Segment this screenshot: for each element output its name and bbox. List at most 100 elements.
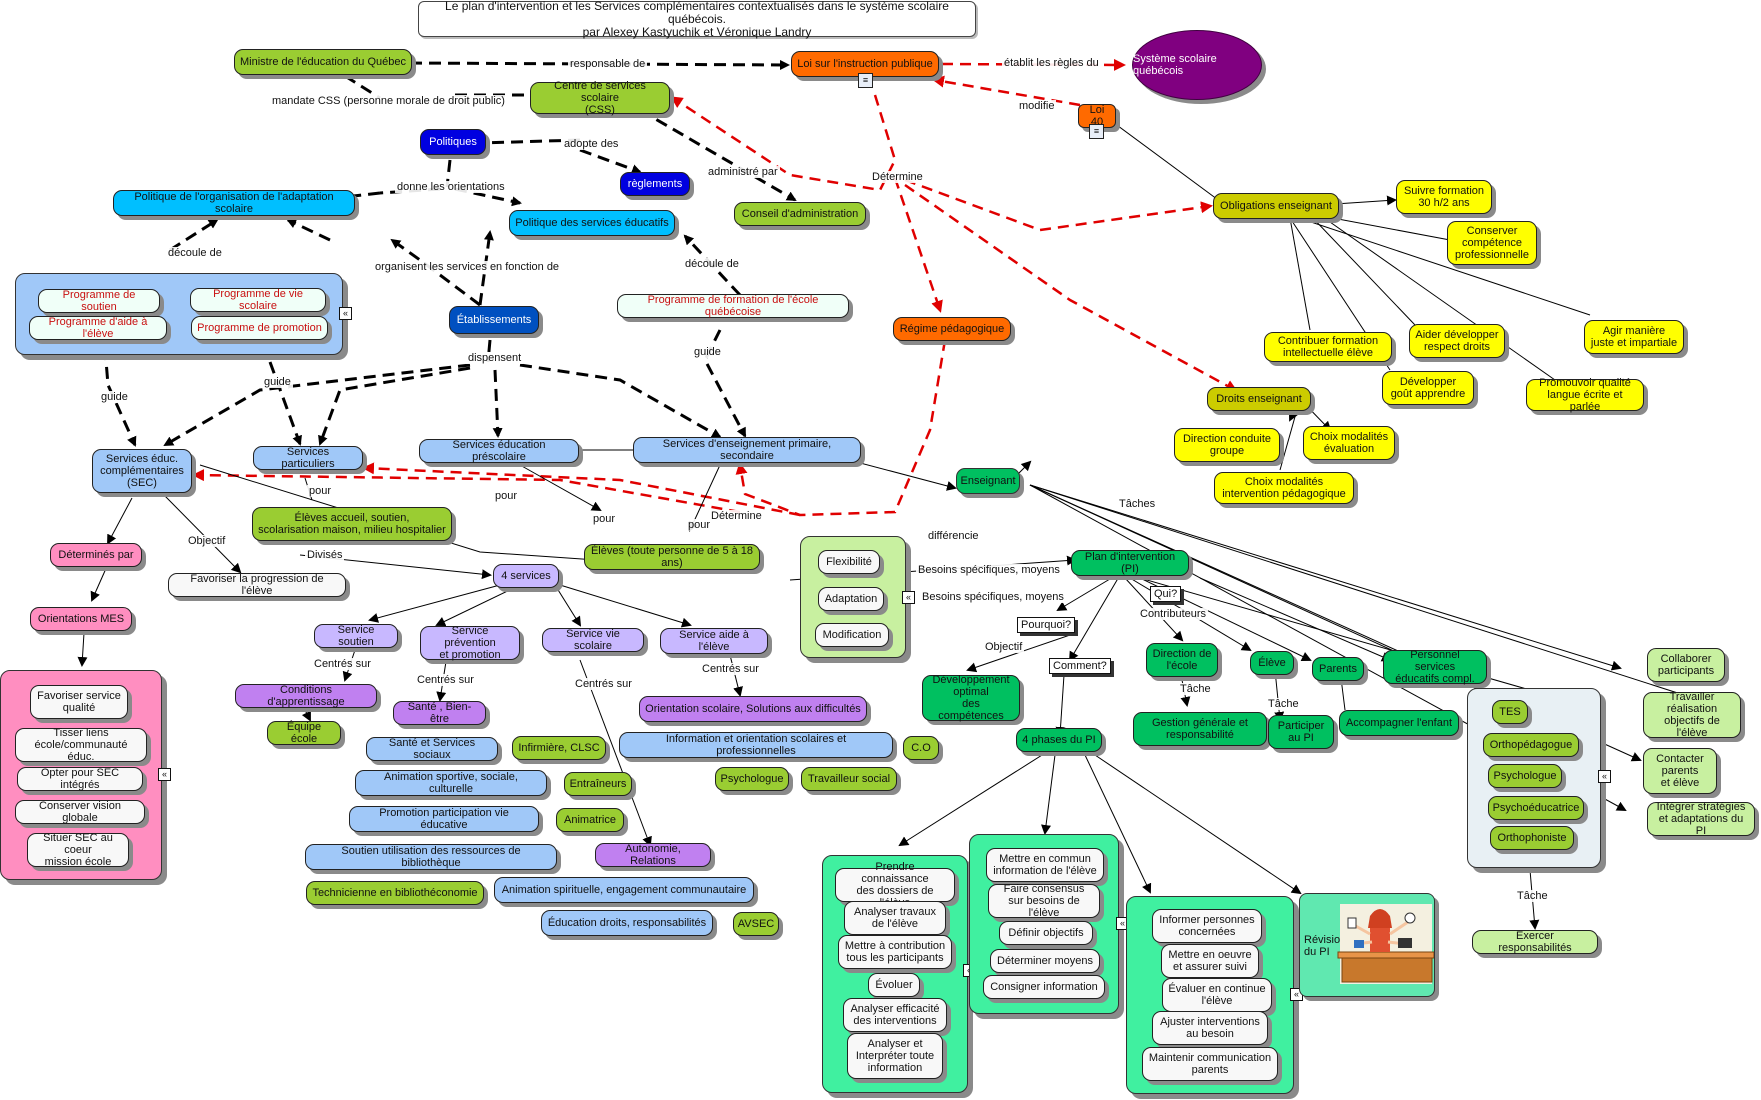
developper-gout-node[interactable]: Développer goût apprendre — [1382, 371, 1474, 405]
orient-mes-node[interactable]: Orientations MES — [30, 607, 132, 631]
favoriser-serv-node[interactable]: Favoriser service qualité — [30, 685, 128, 719]
situer-node[interactable]: Situer SEC au coeur mission école — [27, 832, 129, 868]
quatre-phases-node[interactable]: 4 phases du PI — [1016, 728, 1102, 752]
tes-node[interactable]: TES — [1492, 700, 1528, 724]
aider-dev-node[interactable]: Aider développer respect droits — [1409, 324, 1505, 358]
collaborer-node[interactable]: Collaborer participants — [1647, 648, 1725, 682]
conserver-comp-node[interactable]: Conserver compétence professionnelle — [1447, 221, 1537, 265]
pol-adapt-node[interactable]: Politique de l'organisation de l'adaptat… — [113, 190, 355, 216]
sante-bien-node[interactable]: Santé , Bien-être — [393, 701, 486, 725]
maintenir-node[interactable]: Maintenir communication parents — [1142, 1047, 1278, 1081]
direction-ecole-node[interactable]: Direction de l'école — [1146, 643, 1218, 677]
collapse-icon[interactable]: « — [339, 307, 352, 320]
serv-aide-node[interactable]: Service aide à l'élève — [660, 628, 768, 654]
serv-soutien-node[interactable]: Service soutien — [314, 624, 398, 648]
favoriser-prog-node[interactable]: Favoriser la progression de l'élève — [168, 573, 346, 597]
entraineurs-node[interactable]: Entraîneurs — [564, 772, 632, 796]
informer-node[interactable]: Informer personnes concernées — [1152, 909, 1262, 943]
sec-node[interactable]: Services éduc. complémentaires (SEC) — [92, 449, 192, 493]
autonomie-node[interactable]: Autonomie, Relations — [595, 843, 711, 867]
cond-app-node[interactable]: Conditions d'apprentissage — [235, 684, 377, 708]
dev-optimal-node[interactable]: Développement optimal des compétences — [922, 674, 1020, 722]
analyser-trav-node[interactable]: Analyser travaux de l'élève — [844, 901, 946, 935]
prog-soutien-node[interactable]: Programme de soutien — [38, 289, 160, 313]
revision-node[interactable]: Révision du PI — [1299, 893, 1435, 997]
soutien-biblio-node[interactable]: Soutien utilisation des ressources de bi… — [305, 844, 557, 870]
animatrice-node[interactable]: Animatrice — [556, 808, 624, 832]
eleves-accueil-node[interactable]: Élèves accueil, soutien, scolarisation m… — [252, 507, 452, 541]
determines-node[interactable]: Déterminés par — [50, 543, 142, 567]
analyser-interp-node[interactable]: Analyser et Interpréter toute informatio… — [847, 1033, 943, 1079]
psychoeducatrice-node[interactable]: Psychoéducatrice — [1488, 796, 1584, 820]
orient-scol-node[interactable]: Orientation scolaire, Solutions aux diff… — [639, 696, 867, 722]
education-droits-node[interactable]: Éducation droits, responsabilités — [541, 910, 713, 936]
travailleur-node[interactable]: Travailleur social — [801, 767, 897, 791]
accompagner-node[interactable]: Accompagner l'enfant — [1339, 710, 1459, 736]
anim-spir-node[interactable]: Animation spirituelle, engagement commun… — [494, 877, 754, 903]
reglements-node[interactable]: règlements — [620, 172, 690, 196]
regime-node[interactable]: Régime pédagogique — [893, 317, 1011, 341]
prog-aide-node[interactable]: Programme d'aide à l'élève — [29, 316, 167, 340]
info-orient-node[interactable]: Information et orientation scolaires et … — [619, 732, 893, 758]
adaptation-node[interactable]: Adaptation — [818, 587, 884, 611]
modification-node[interactable]: Modification — [815, 623, 889, 647]
consigner-node[interactable]: Consigner information — [983, 975, 1105, 999]
avsec-node[interactable]: AVSEC — [733, 912, 779, 936]
prog-vie-node[interactable]: Programme de vie scolaire — [190, 288, 326, 312]
document-icon[interactable]: ≡ — [858, 73, 873, 88]
oblig-node[interactable]: Obligations enseignant — [1213, 193, 1339, 219]
serv-ens-node[interactable]: Services d'enseignement primaire, second… — [633, 437, 861, 463]
parents-node[interactable]: Parents — [1312, 657, 1364, 681]
direction-groupe-node[interactable]: Direction conduite groupe — [1174, 428, 1280, 462]
serv-vie-node[interactable]: Service vie scolaire — [542, 628, 644, 652]
ajuster-node[interactable]: Ajuster interventions au besoin — [1152, 1011, 1268, 1045]
co-node[interactable]: C.O — [903, 736, 939, 760]
prog-promo-node[interactable]: Programme de promotion — [191, 316, 328, 340]
serv-prev-node[interactable]: Service prévention et promotion — [420, 625, 520, 661]
orthophoniste-node[interactable]: Orthophoniste — [1490, 826, 1574, 850]
serv-part-node[interactable]: Services particuliers — [253, 446, 363, 470]
tisser-node[interactable]: Tisser liens école/communauté éduc. — [15, 727, 147, 763]
evoluer-node[interactable]: Évoluer — [868, 973, 920, 997]
contribuer-node[interactable]: Contribuer formation intellectuelle élèv… — [1264, 332, 1392, 362]
choix-interv-node[interactable]: Choix modalités intervention pédagogique — [1214, 472, 1354, 504]
conserver-vision-node[interactable]: Conserver vision globale — [15, 800, 145, 824]
orthopedagogue-node[interactable]: Orthopédagogue — [1483, 733, 1579, 757]
collapse-icon[interactable]: « — [158, 768, 171, 781]
collapse-icon[interactable]: « — [902, 591, 915, 604]
contacter-node[interactable]: Contacter parents et élève — [1643, 748, 1717, 794]
pi-node[interactable]: Plan d'intervention (PI) — [1071, 550, 1189, 576]
promotion-part-node[interactable]: Promotion participation vie éducative — [349, 806, 539, 832]
mettre-commun-node[interactable]: Mettre en commun information de l'élève — [986, 848, 1104, 882]
personnel-node[interactable]: Personnel services éducatifs compl. — [1383, 649, 1487, 685]
participer-node[interactable]: Participer au PI — [1268, 715, 1334, 749]
collapse-icon[interactable]: « — [1598, 770, 1611, 783]
pol-serv-node[interactable]: Politique des services éducatifs — [509, 210, 675, 236]
sante-sociaux-node[interactable]: Santé et Services sociaux — [366, 737, 498, 761]
analyser-eff-node[interactable]: Analyser efficacité des interventions — [843, 998, 947, 1032]
promouvoir-node[interactable]: Promouvoir qualité langue écrite et parl… — [1526, 377, 1644, 413]
eleve-node[interactable]: Élève — [1250, 651, 1294, 675]
definir-node[interactable]: Définir objectifs — [999, 921, 1093, 945]
document-icon[interactable]: ≡ — [1089, 124, 1104, 139]
faire-consensus-node[interactable]: Faire consensus sur besoins de l'élève — [988, 883, 1100, 919]
choix-eval-node[interactable]: Choix modalités évaluation — [1303, 426, 1395, 460]
mettre-contrib-node[interactable]: Mettre à contribution tous les participa… — [838, 935, 952, 969]
mettre-oeuvre-node[interactable]: Mettre en oeuvre et assurer suivi — [1161, 944, 1259, 978]
serv-presco-node[interactable]: Services éducation préscolaire — [419, 439, 579, 463]
etab-node[interactable]: Établissements — [449, 306, 539, 334]
pfeq-node[interactable]: Programme de formation de l'école québéc… — [617, 294, 849, 318]
prendre-node[interactable]: Prendre connaissance des dossiers de l'é… — [835, 861, 955, 909]
css-node[interactable]: Centre de services scolaire (CSS) — [530, 80, 670, 116]
gestion-node[interactable]: Gestion générale et responsabilité — [1133, 712, 1267, 746]
tech-biblio-node[interactable]: Technicienne en bibliothéconomie — [306, 881, 484, 905]
equipe-ecole-node[interactable]: Équipe école — [267, 721, 341, 745]
determiner-node[interactable]: Déterminer moyens — [990, 949, 1100, 973]
animation-sport-node[interactable]: Animation sportive, sociale, culturelle — [355, 770, 547, 796]
flexibilite-node[interactable]: Flexibilité — [818, 550, 880, 574]
evaluer-node[interactable]: Évaluer en continue l'élève — [1162, 978, 1272, 1012]
systeme-node[interactable]: Système scolaire québécois — [1132, 30, 1262, 100]
ministere-node[interactable]: Ministre de l'éducation du Québec — [234, 49, 412, 75]
infirmiere-node[interactable]: Infirmière, CLSC — [512, 736, 606, 760]
exercer-node[interactable]: Exercer responsabilités — [1472, 930, 1598, 954]
